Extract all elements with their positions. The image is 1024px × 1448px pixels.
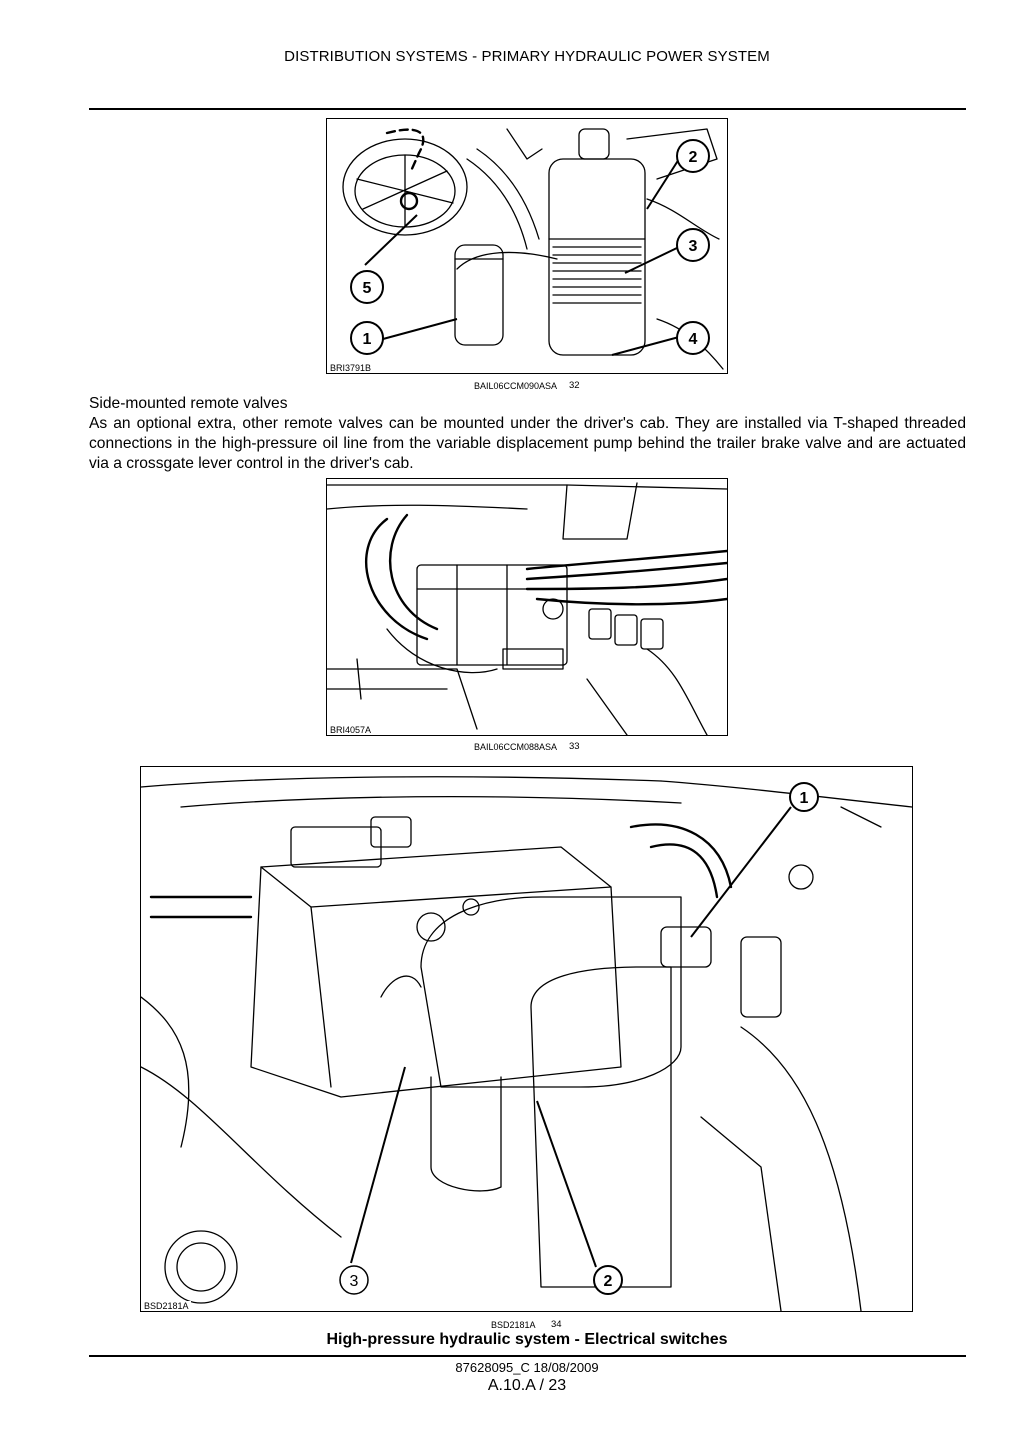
section-body: Side-mounted remote valves As an optiona…	[89, 394, 966, 474]
svg-text:4: 4	[689, 331, 698, 348]
svg-text:3: 3	[350, 1273, 359, 1290]
figure-caption: High-pressure hydraulic system - Electri…	[326, 1331, 728, 1348]
figure-32-image-id: BRI3791B	[328, 363, 374, 373]
figure-32-callout-2: 2	[676, 139, 710, 173]
svg-text:3: 3	[689, 238, 698, 255]
figure-32-drawing: 2 3 4 5 1	[342, 128, 724, 370]
figure-33-drawing	[327, 482, 727, 735]
figure-32-callout-4: 4	[676, 321, 710, 355]
svg-text:1: 1	[800, 790, 809, 807]
figure-32-illustration: 2 3 4 5 1 BRI3791B	[326, 118, 728, 374]
svg-text:1: 1	[363, 331, 372, 348]
figure-34-illustration: 1 2 3 BSD2181A	[140, 766, 913, 1312]
header-rule	[89, 108, 966, 110]
footer-doc-reference: 87628095_C 18/08/2009	[455, 1360, 599, 1375]
footer-page-number: A.10.A / 23	[487, 1377, 567, 1394]
figure-34-callout-3: 3	[339, 1265, 369, 1295]
footer-rule	[89, 1355, 966, 1357]
svg-text:2: 2	[604, 1273, 613, 1290]
figure-33-code: BAIL06CCM088ASA	[474, 742, 558, 752]
figure-34-image-id: BSD2181A	[142, 1301, 191, 1311]
section-paragraph: As an optional extra, other remote valve…	[89, 415, 966, 472]
figure-33-image-id: BRI4057A	[328, 725, 374, 735]
figure-32-code: BAIL06CCM090ASA	[474, 381, 558, 391]
figure-34-drawing: 1 2 3	[141, 776, 912, 1311]
svg-text:2: 2	[689, 149, 698, 166]
figure-34-callout-2: 2	[593, 1265, 623, 1295]
figure-33-number: 33	[569, 741, 580, 752]
figure-34-callout-1: 1	[789, 782, 819, 812]
figure-32-callout-3: 3	[676, 228, 710, 262]
figure-33-illustration: BRI4057A	[326, 478, 728, 736]
figure-34-number: 34	[551, 1319, 562, 1330]
figure-34-code: BSD2181A	[491, 1320, 536, 1330]
page-header-title: DISTRIBUTION SYSTEMS - PRIMARY HYDRAULIC…	[284, 48, 770, 65]
figure-32-number: 32	[569, 380, 580, 391]
figure-32-callout-5: 5	[350, 270, 384, 304]
svg-text:5: 5	[363, 280, 372, 297]
figure-32-callout-1: 1	[350, 321, 384, 355]
section-heading: Side-mounted remote valves	[89, 395, 288, 412]
